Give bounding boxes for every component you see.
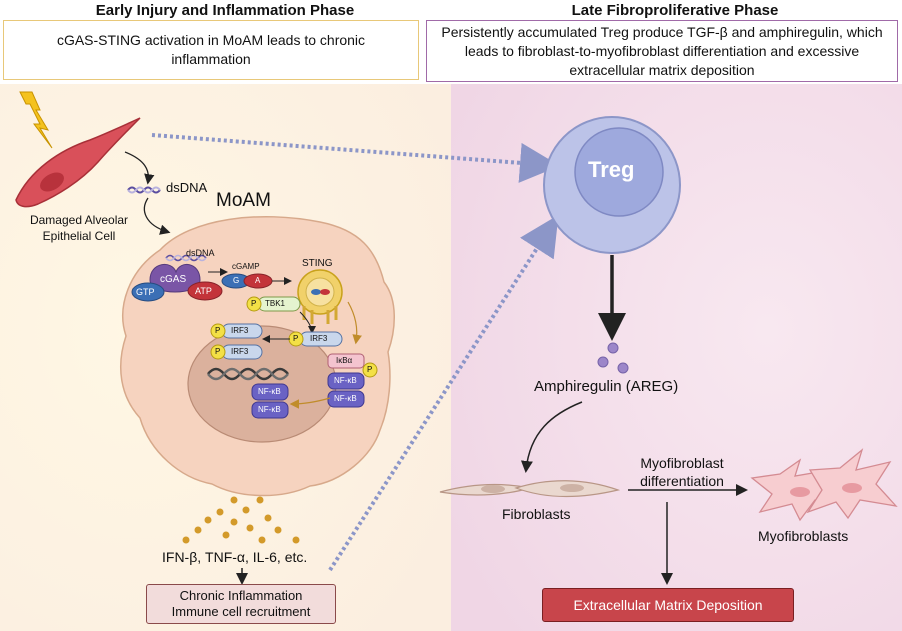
nuclear-dna-icon-strand — [207, 367, 289, 381]
dsdna-inner-icon-strand — [165, 254, 207, 262]
left-phase-title: Early Injury and Inflammation Phase — [95, 2, 355, 19]
irf3-cytoplasm-phospho-label: P — [293, 334, 299, 343]
nfkb-cytoplasm-2-label: NF-κB — [334, 394, 357, 403]
ikba-phospho-icon — [362, 362, 378, 378]
irf3-nuclear-1-phospho-label: P — [215, 326, 221, 335]
irf3-nuclear-2-phospho-label: P — [215, 347, 221, 356]
irf3-nuclear-1-label: IRF3 — [231, 326, 249, 335]
right-phase-summary: Persistently accumulated Treg produce TG… — [426, 20, 898, 82]
dotted-arrow-to-treg — [151, 133, 560, 183]
ikba-phospho-label: P — [367, 365, 373, 374]
arrow-sting-to-ikba — [347, 301, 362, 345]
tbk1-phospho-label: P — [251, 299, 257, 308]
dsdna-outer-label: dsDNA — [166, 180, 208, 195]
moam-label: MoAM — [216, 190, 271, 211]
gtp-label: GTP — [136, 287, 155, 297]
dotted-arrow-inflammation-to-treg — [328, 214, 559, 572]
fibroblasts-label: Fibroblasts — [502, 506, 571, 522]
myofibroblast-differentiation-label: Myofibroblast differentiation — [640, 455, 724, 489]
damaged-cell-label: Damaged Alveolar Epithelial Cell — [29, 213, 129, 243]
cgas-label: cGAS — [160, 274, 187, 285]
left-phase-summary: cGAS-STING activation in MoAM leads to c… — [3, 20, 419, 80]
irf3-nuclear-1-phospho-icon — [210, 323, 226, 339]
arrow-dsdna-to-moam — [143, 197, 171, 235]
damaged-cell-nucleus-icon — [40, 172, 64, 192]
gtp-icon — [131, 282, 165, 302]
treg-nucleus-icon — [574, 127, 664, 217]
nfkb-nuclear-2-icon — [251, 401, 289, 419]
areg-label: Amphiregulin (AREG) — [534, 378, 679, 395]
dsdna-outer-icon-strand — [127, 186, 161, 194]
ecm-deposition-box: Extracellular Matrix Deposition — [542, 588, 794, 622]
myofibroblast-1-nucleus-icon — [790, 487, 810, 497]
arrow-cell-to-dsdna — [124, 151, 155, 185]
areg-dots-icon — [597, 342, 629, 374]
fibroblast-1-nucleus-icon — [481, 485, 505, 493]
ikba-label: IκBα — [336, 356, 353, 365]
right-phase-title: Late Fibroproliferative Phase — [571, 2, 779, 19]
nfkb-nuclear-2-label: NF-κB — [258, 405, 281, 414]
atp-label: ATP — [195, 286, 212, 296]
irf3-cytoplasm-label: IRF3 — [310, 334, 328, 343]
nfkb-nuclear-1-icon — [251, 383, 289, 401]
myofibroblasts-label: Myofibroblasts — [758, 528, 849, 544]
fibroblast-2-nucleus-icon — [560, 484, 584, 492]
cgamp-g-label: G — [233, 276, 240, 285]
cytokines-label: IFN-β, TNF-α, IL-6, etc. — [162, 549, 308, 565]
injury-lightning-icon — [19, 91, 53, 149]
tbk1-phospho-icon — [246, 296, 262, 312]
nfkb-cytoplasm-1-icon — [327, 372, 365, 390]
cgas-icon — [149, 264, 201, 293]
arrow-tbk1-to-irf3 — [299, 311, 316, 334]
cgamp-a-label: A — [255, 276, 261, 285]
sting-transmembrane-icon — [302, 306, 338, 324]
treg-label: Treg — [588, 157, 635, 182]
irf3-nuclear-2-phospho-icon — [210, 344, 226, 360]
dsdna-inner-label: dsDNA — [186, 248, 215, 258]
arrow-areg-to-fibroblasts — [520, 401, 583, 473]
cytokine-dots-icon — [182, 496, 300, 544]
nfkb-cytoplasm-1-label: NF-κB — [334, 376, 357, 385]
arrow-nfkb-to-nucleus — [289, 397, 331, 409]
sting-cgamp-a-icon — [320, 289, 330, 295]
irf3-nuclear-2-label: IRF3 — [231, 347, 249, 356]
cgamp-label: cGAMP — [232, 262, 260, 271]
sting-label: STING — [302, 258, 333, 269]
nfkb-nuclear-1-label: NF-κB — [258, 387, 281, 396]
ikba-icon — [327, 353, 365, 369]
atp-icon — [187, 281, 223, 301]
chronic-inflammation-box: Chronic Inflammation Immune cell recruit… — [146, 584, 336, 624]
nuclear-dna-icon — [207, 367, 289, 381]
myofibroblast-2-nucleus-icon — [842, 483, 862, 493]
dsdna-inner-icon — [165, 254, 207, 262]
sting-cgamp-g-icon — [311, 289, 321, 295]
tbk1-label: TBK1 — [265, 299, 286, 308]
